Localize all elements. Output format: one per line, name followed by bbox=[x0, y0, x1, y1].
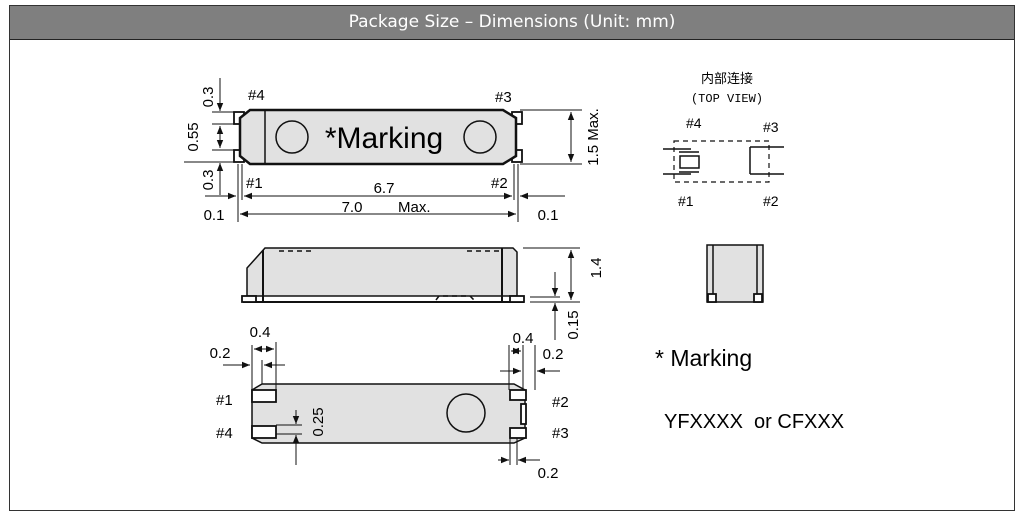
dim-standoff: 0.15 bbox=[565, 310, 582, 339]
bottom-pin-1: #1 bbox=[216, 392, 233, 409]
marking-circle-right bbox=[463, 120, 497, 154]
marking-label: * Marking bbox=[655, 345, 752, 371]
dim-max-length: 7.0 bbox=[342, 199, 363, 216]
bottom-pin-3: #3 bbox=[552, 425, 569, 442]
side-body bbox=[246, 247, 518, 297]
dim-bottom-gap: 0.2 bbox=[538, 465, 559, 482]
internal-pin-4: #4 bbox=[686, 115, 702, 131]
pin-label-4: #4 bbox=[248, 87, 265, 104]
side-view: 1.4 0.15 bbox=[241, 247, 605, 340]
internal-title-cn: 内部连接 bbox=[701, 71, 753, 86]
dim-height: 1.5 Max. bbox=[585, 108, 602, 166]
internal-pin-3: #3 bbox=[763, 119, 779, 135]
dim-side-height: 1.4 bbox=[588, 258, 605, 279]
bottom-pin-4: #4 bbox=[216, 425, 233, 442]
pin-label-3: #3 bbox=[495, 89, 512, 106]
marking-value: YFXXXX or CFXXX bbox=[664, 411, 844, 433]
internal-connection: 内部连接 (TOP VIEW) #4 #3 #1 #2 bbox=[663, 71, 784, 303]
dim-gap: 0.55 bbox=[185, 122, 202, 151]
dim-bottom-margin: 0.3 bbox=[200, 170, 217, 191]
top-view: *Marking #4 #3 #1 #2 0.3 0.55 0.3 6.7 7.… bbox=[184, 78, 602, 224]
internal-pin-2: #2 bbox=[763, 193, 779, 209]
marking-legend: * Marking YFXXXX or CFXXX bbox=[655, 345, 844, 433]
pin-label-2: #2 bbox=[491, 175, 508, 192]
bottom-view: 0.4 0.2 0.4 0.2 0.25 0.2 #1 #4 #2 #3 bbox=[210, 324, 569, 482]
dim-right-offset: 0.1 bbox=[538, 207, 559, 224]
marking-circle-left bbox=[275, 120, 309, 154]
internal-pin-1: #1 bbox=[678, 193, 694, 209]
bottom-body bbox=[251, 383, 526, 444]
pin1-circle bbox=[446, 393, 486, 433]
crystal-symbol bbox=[679, 155, 700, 169]
dim-left-offset: 0.1 bbox=[204, 207, 225, 224]
dim-pad-height: 0.25 bbox=[310, 407, 327, 436]
small-side-view bbox=[706, 244, 764, 303]
dim-right-pad: 0.4 bbox=[513, 330, 534, 347]
dim-right-gap: 0.2 bbox=[543, 346, 564, 363]
dim-max-label: Max. bbox=[398, 199, 431, 216]
top-body bbox=[238, 108, 518, 166]
dim-left-gap: 0.2 bbox=[210, 345, 231, 362]
title-bar: Package Size – Dimensions (Unit: mm) bbox=[10, 6, 1014, 40]
dim-left-pad: 0.4 bbox=[250, 324, 271, 341]
internal-title-en: (TOP VIEW) bbox=[691, 92, 763, 106]
dim-length: 6.7 bbox=[374, 180, 395, 197]
bottom-pin-2: #2 bbox=[552, 394, 569, 411]
dim-top-margin: 0.3 bbox=[200, 87, 217, 108]
marking-text: *Marking bbox=[325, 122, 443, 155]
drawing-frame: Package Size – Dimensions (Unit: mm) bbox=[9, 5, 1015, 511]
pin-label-1: #1 bbox=[246, 175, 263, 192]
